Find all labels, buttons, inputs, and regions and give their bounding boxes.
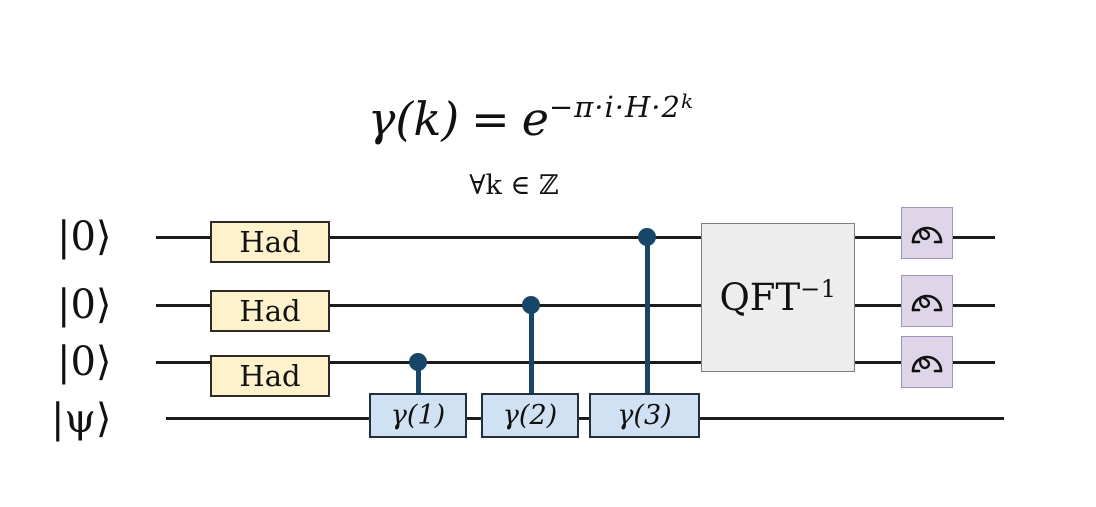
formula-exponent: −π·i·H·2 — [548, 90, 681, 124]
hadamard-gate-0: Had — [210, 221, 330, 263]
gamma-gate-1: γ(1) — [369, 393, 467, 438]
qft-superscript: −1 — [800, 275, 837, 303]
formula-base: e — [521, 92, 549, 146]
gamma-gate-3: γ(3) — [589, 393, 700, 438]
control-line-3 — [645, 237, 650, 395]
wire-psi — [166, 417, 1004, 420]
gamma-gate-label: γ(1) — [390, 400, 446, 431]
measurement-gate-2 — [901, 336, 953, 388]
gamma-gate-2: γ(2) — [481, 393, 579, 438]
gauge-icon — [907, 348, 947, 376]
control-dot-3 — [638, 228, 656, 246]
qubit-label-2: |0⟩ — [57, 339, 112, 385]
qubit-label-1: |0⟩ — [57, 282, 112, 328]
formula-quantifier: ∀k ∈ ℤ — [469, 170, 559, 201]
wire-1 — [156, 304, 995, 307]
qubit-label-psi: |ψ⟩ — [51, 396, 112, 442]
control-line-1 — [416, 362, 421, 395]
control-line-2 — [529, 305, 534, 395]
formula-lhs: γ(k) — [367, 92, 460, 146]
wire-2 — [156, 361, 995, 364]
gamma-gate-label: γ(3) — [617, 400, 672, 431]
formula-title: γ(k)=e−π·i·H·2k — [241, 89, 821, 147]
control-dot-2 — [522, 296, 540, 314]
qubit-label-0: |0⟩ — [57, 214, 112, 260]
hadamard-label: Had — [239, 359, 301, 393]
formula-equals: = — [471, 92, 510, 146]
gamma-gate-label: γ(2) — [502, 400, 558, 431]
gauge-icon — [907, 287, 947, 315]
hadamard-label: Had — [239, 294, 301, 328]
gauge-icon — [907, 219, 947, 247]
measurement-gate-0 — [901, 207, 953, 259]
hadamard-label: Had — [239, 225, 301, 259]
wire-0 — [156, 236, 995, 239]
control-dot-1 — [409, 353, 427, 371]
hadamard-gate-1: Had — [210, 290, 330, 332]
hadamard-gate-2: Had — [210, 355, 330, 397]
formula-exponent-power: k — [680, 89, 695, 113]
measurement-gate-1 — [901, 275, 953, 327]
qft-inverse-gate: QFT−1 — [701, 223, 855, 372]
qft-label: QFT−1 — [719, 275, 837, 319]
